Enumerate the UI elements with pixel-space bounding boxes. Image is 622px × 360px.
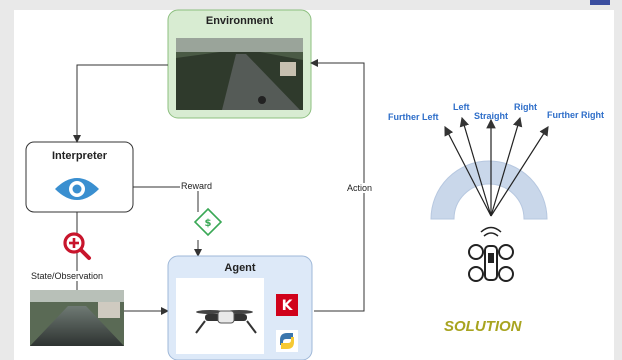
zoom-plus-icon: [63, 232, 91, 260]
state-image: [30, 290, 124, 346]
agent-node: K: [167, 255, 313, 360]
action-label: Action: [346, 183, 374, 193]
interpreter-title: Interpreter: [51, 150, 108, 162]
svg-text:K: K: [282, 298, 294, 314]
reward-label: Reward: [180, 181, 214, 191]
direction-straight: Straight: [474, 111, 509, 121]
direction-left: Left: [453, 102, 470, 112]
drone-icon: [195, 310, 257, 334]
environment-image: [176, 38, 303, 110]
python-icon: [276, 330, 298, 352]
environment-title: Environment: [205, 15, 274, 27]
drone-topview-icon: [468, 226, 514, 282]
eye-icon: [55, 178, 99, 200]
interpreter-node: [25, 141, 134, 213]
direction-further-left: Further Left: [388, 112, 439, 122]
state-observation-label: State/Observation: [30, 271, 105, 281]
svg-text:$: $: [205, 218, 212, 229]
environment-node: [167, 9, 312, 119]
direction-further-right: Further Right: [547, 110, 604, 120]
solution-figure: [430, 116, 549, 282]
keras-icon: K: [276, 294, 298, 316]
direction-right: Right: [514, 102, 537, 112]
reward-icon: $: [193, 207, 223, 237]
solution-caption: SOLUTION: [444, 318, 522, 335]
agent-title: Agent: [224, 262, 256, 274]
